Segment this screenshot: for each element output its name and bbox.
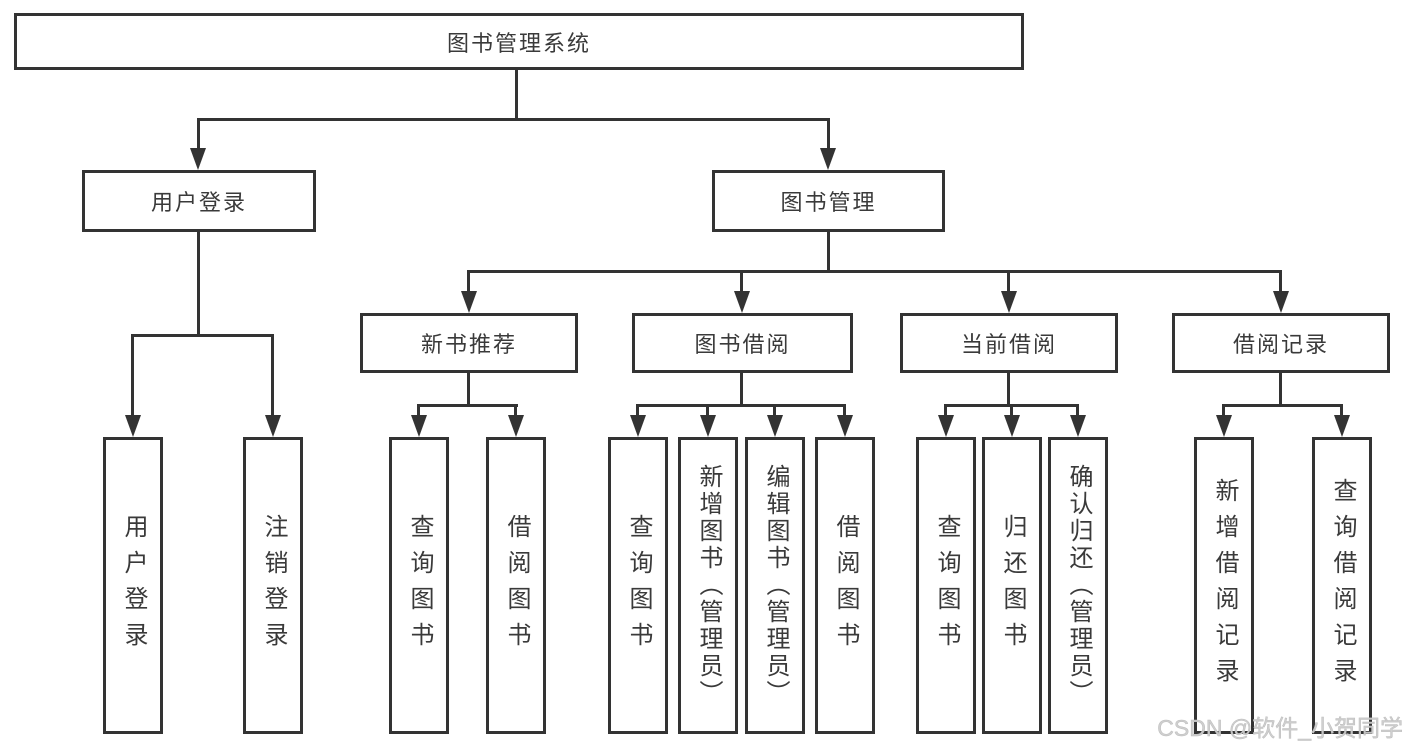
leaf-query-borrow-record: 查询借阅记录 (1312, 437, 1372, 734)
connector-drop-book-mgmt (827, 118, 830, 151)
connector-book-borrow-bus (636, 404, 846, 407)
node-new-book-recommend: 新书推荐 (360, 313, 578, 373)
arrowhead-leaf (1334, 415, 1350, 437)
connector-drop-leaf (1340, 404, 1343, 418)
connector-user-login-bus (131, 334, 274, 337)
arrowhead-current-borrow (1001, 291, 1017, 313)
node-label: 用户登录 (120, 513, 147, 658)
arrowhead-leaf (1004, 415, 1020, 437)
node-library-system: 图书管理系统 (14, 13, 1024, 70)
node-label: 图书管理系统 (446, 30, 591, 56)
connector-new-book-bus (417, 404, 518, 407)
leaf-edit-books-admin: 编辑图书（管理员） (745, 437, 805, 734)
connector-drop-leaf (417, 404, 420, 418)
node-label: 查询图书 (625, 513, 652, 658)
leaf-logout: 注销登录 (243, 437, 303, 734)
node-label: 新增借阅记录 (1211, 477, 1238, 694)
node-borrowing-records: 借阅记录 (1172, 313, 1390, 373)
leaf-user-login: 用户登录 (103, 437, 163, 734)
leaf-borrow-books: 借阅图书 (486, 437, 546, 734)
connector-drop-leaf (1222, 404, 1225, 418)
connector-new-book-stem (467, 373, 470, 407)
arrowhead-leaf (767, 415, 783, 437)
connector-drop-leaf (514, 404, 517, 418)
connector-drop-user-login (197, 118, 200, 151)
connector-drop-new-book (467, 270, 470, 294)
arrowhead-leaf (411, 415, 427, 437)
connector-user-login-stem (197, 232, 200, 337)
node-label: 借阅记录 (1232, 332, 1329, 357)
connector-drop-leaf (706, 404, 709, 418)
csdn-watermark: CSDN @软件_小贺同学 (1157, 715, 1403, 742)
arrowhead-book-mgmt (820, 148, 836, 170)
connector-drop-leaf (131, 334, 134, 417)
leaf-borrow-books: 借阅图书 (815, 437, 875, 734)
node-book-management: 图书管理 (712, 170, 945, 232)
node-label: 图书借阅 (694, 332, 791, 357)
arrowhead-leaf (837, 415, 853, 437)
arrowhead-book-borrow (734, 291, 750, 313)
node-label: 注销登录 (260, 513, 287, 658)
arrowhead-leaf (938, 415, 954, 437)
node-label: 借阅图书 (503, 513, 530, 658)
node-label: 图书管理 (780, 190, 877, 215)
connector-drop-leaf (944, 404, 947, 418)
connector-drop-leaf (843, 404, 846, 418)
connector-drop-book-borrow (740, 270, 743, 294)
arrowhead-leaf (1070, 415, 1086, 437)
connector-drop-borrow-records (1279, 270, 1282, 294)
leaf-add-borrow-record: 新增借阅记录 (1194, 437, 1254, 734)
node-label: 确认归还（管理员） (1065, 464, 1092, 707)
arrowhead-new-book (461, 291, 477, 313)
node-label: 查询图书 (406, 513, 433, 658)
node-book-borrowing: 图书借阅 (632, 313, 853, 373)
connector-drop-current-borrow (1007, 270, 1010, 294)
node-label: 借阅图书 (832, 513, 859, 658)
arrowhead-borrow-records (1273, 291, 1289, 313)
connector-drop-leaf (1010, 404, 1013, 418)
connector-level2-bus (197, 118, 830, 121)
leaf-query-books: 查询图书 (389, 437, 449, 734)
connector-borrow-records-bus (1222, 404, 1343, 407)
arrowhead-leaf (1216, 415, 1232, 437)
leaf-query-books: 查询图书 (608, 437, 668, 734)
node-label: 查询图书 (933, 513, 960, 658)
leaf-add-books-admin: 新增图书（管理员） (678, 437, 738, 734)
node-label: 当前借阅 (960, 332, 1057, 357)
connector-drop-leaf (636, 404, 639, 418)
node-label: 查询借阅记录 (1329, 477, 1356, 694)
node-label: 新书推荐 (420, 332, 517, 357)
connector-drop-leaf (271, 334, 274, 417)
leaf-return-books: 归还图书 (982, 437, 1042, 734)
arrowhead-leaf (125, 415, 141, 437)
connector-root-stem (515, 70, 518, 121)
arrowhead-leaf (700, 415, 716, 437)
leaf-confirm-return-admin: 确认归还（管理员） (1048, 437, 1108, 734)
connector-book-borrow-stem (740, 373, 743, 407)
node-label: 归还图书 (999, 513, 1026, 658)
arrowhead-leaf (508, 415, 524, 437)
node-label: 编辑图书（管理员） (762, 464, 789, 707)
leaf-query-books: 查询图书 (916, 437, 976, 734)
arrowhead-leaf (265, 415, 281, 437)
node-label: 新增图书（管理员） (695, 464, 722, 707)
connector-level3-bus (467, 270, 1282, 273)
arrowhead-user-login (190, 148, 206, 170)
node-label: 用户登录 (150, 190, 247, 215)
node-user-login: 用户登录 (82, 170, 316, 232)
connector-drop-leaf (1076, 404, 1079, 418)
connector-book-mgmt-stem (827, 232, 830, 273)
node-current-borrowing: 当前借阅 (900, 313, 1118, 373)
connector-borrow-records-stem (1279, 373, 1282, 407)
arrowhead-leaf (630, 415, 646, 437)
connector-current-borrow-stem (1007, 373, 1010, 407)
connector-drop-leaf (773, 404, 776, 418)
